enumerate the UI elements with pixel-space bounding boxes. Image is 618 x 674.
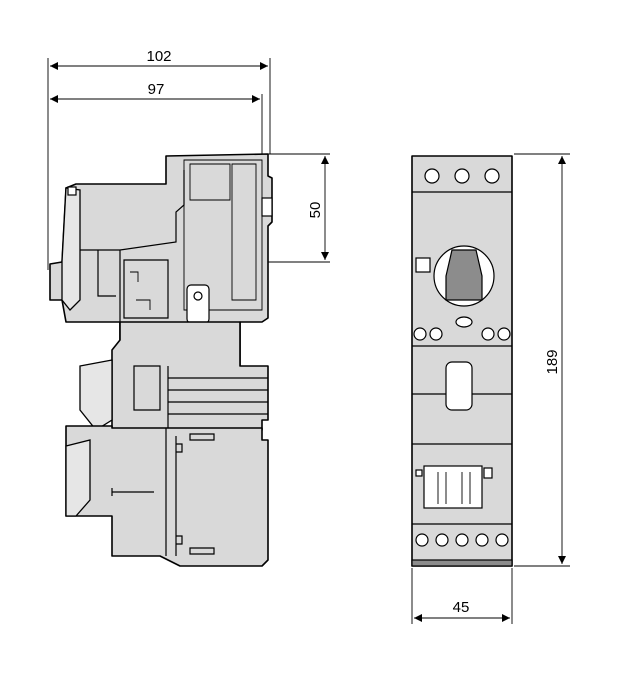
dim-label-189: 189 (544, 349, 561, 374)
front-top-terminals (424, 168, 500, 184)
side-upper-outline (80, 170, 185, 330)
dimension-189: 189 (514, 153, 570, 567)
front-mid-terminals (413, 316, 511, 341)
dim-label-50: 50 (307, 202, 324, 219)
side-link-module (111, 321, 269, 431)
side-screw (67, 186, 77, 196)
side-inner-panel (183, 159, 263, 311)
dimension-97: 97 (50, 81, 263, 154)
side-lower-details (111, 428, 215, 556)
front-view (411, 155, 513, 567)
side-small-detail (130, 271, 151, 310)
dimension-45: 45 (411, 568, 513, 624)
dimension-102: 102 (47, 48, 271, 270)
front-bottom-terminals (412, 523, 512, 547)
front-contactor-indicator (415, 465, 493, 509)
side-link-tab (79, 359, 113, 431)
side-clip (261, 197, 273, 217)
side-lower-body (65, 425, 269, 567)
side-view (49, 153, 273, 567)
side-front-knob (61, 187, 81, 311)
front-handle-indicator (415, 257, 431, 273)
side-lock-hole (193, 291, 203, 301)
dimension-50: 50 (266, 153, 330, 263)
side-lower-flap (65, 439, 91, 517)
front-rotary-handle (415, 245, 495, 307)
front-base (411, 559, 513, 567)
dim-label-102: 102 (146, 48, 171, 65)
front-aux-block (445, 361, 473, 411)
dim-label-97: 97 (148, 81, 165, 98)
dim-label-45: 45 (453, 599, 470, 616)
side-link-bars (133, 365, 268, 430)
side-lock-slot (186, 284, 210, 324)
